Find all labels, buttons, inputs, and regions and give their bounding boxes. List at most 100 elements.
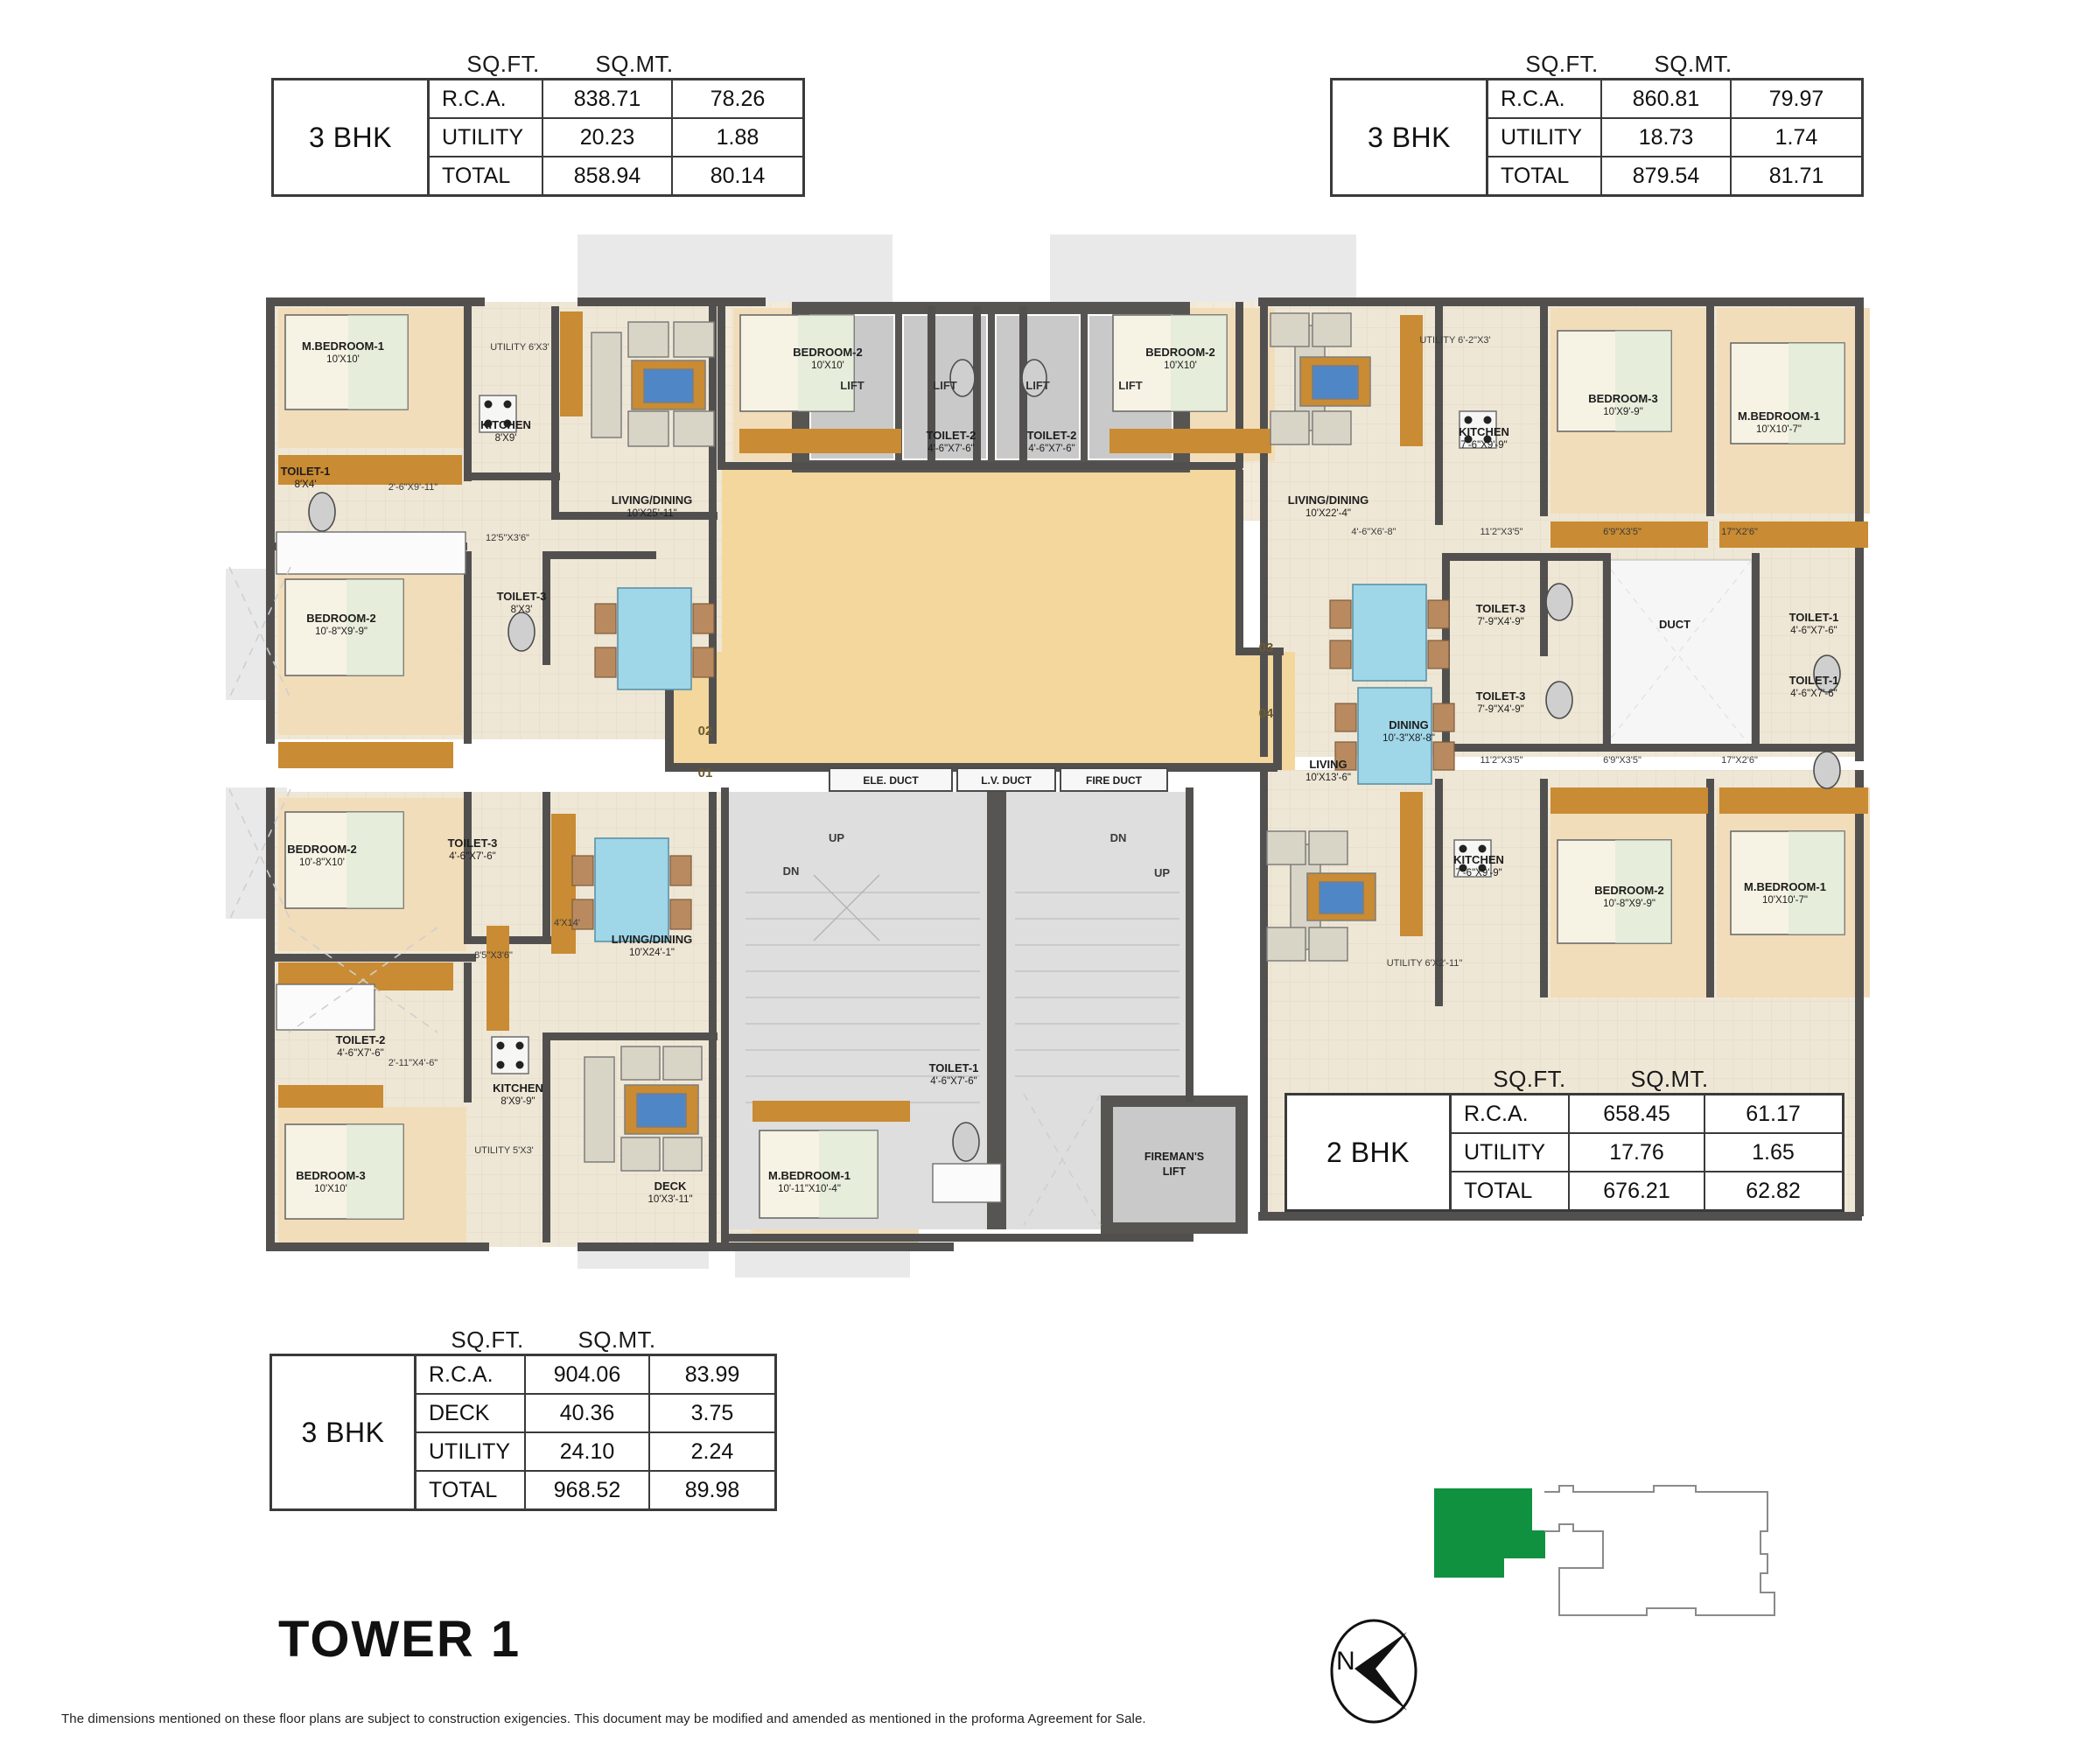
room-label-name: TOILET-2 [927,429,976,442]
room-label-dimension: 8'X4' [295,480,317,490]
dining-furniture [571,584,1455,942]
room-label-dimension: 10'X13'-6" [1306,773,1351,783]
room-label-name: DUCT [1659,618,1690,631]
room-label-name: BEDROOM-2 [1594,884,1663,897]
dimension-note: 17"X2'6" [1721,527,1758,537]
firemans-lift-label: LIFT [1163,1166,1186,1178]
room-label-dimension: 10'X25'-11" [626,508,677,519]
room-label-dimension: 10'X9'-9" [1603,407,1643,417]
lift-label: LIFT [933,379,956,392]
unit-number-label: 04 [1259,706,1274,721]
room-label-dimension: 4'-6"X7'-6" [1790,689,1837,699]
room-label-dimension: 4'-6"X7'-6" [1790,626,1837,636]
room-label-dimension: 10'-8"X9'-9" [315,626,368,637]
row-value-sqmt: 62.82 [1746,1178,1801,1203]
room-label-dimension: 10'X10' [811,360,844,371]
room-label-name: LIVING [1309,758,1347,771]
row-label: DECK [416,1395,526,1432]
room-label-dimension: 4'-6"X7'-6" [930,1076,976,1087]
column-header-sqmt: SQ.MT. [1654,51,1732,77]
lift-label: LIFT [840,379,864,392]
row-value-sqmt: 3.75 [690,1400,734,1425]
room-label-dimension: 7'-6"X9'-9" [1460,440,1507,451]
row-value-sqft: 20.23 [543,119,673,156]
room-label-dimension: 10'X3'-11" [648,1194,692,1205]
dimension-note: 6'9"X3'5" [1603,755,1642,766]
row-value-sqmt: 1.65 [1752,1139,1795,1165]
lift-label: LIFT [1026,379,1049,392]
table-row: R.C.A. 838.71 78.26 [430,80,802,119]
table-row: UTILITY 18.73 1.74 [1488,119,1861,158]
row-value-sqmt: 61.17 [1746,1101,1801,1126]
room-label-dimension: 4'-6"X7'-6" [1028,444,1074,454]
room-label-dimension: 10'-8"X9'-9" [1603,899,1656,909]
room-label-dimension: 10'X22'-4" [1306,508,1351,519]
area-table-header: SQ.FT. SQ.MT. [1330,48,1864,78]
floor-plan-labels: M.BEDROOM-110'X10'KITCHEN8'X9'TOILET-18'… [281,335,1839,1205]
area-table-header: SQ.FT. SQ.MT. [1284,1063,1844,1093]
room-label-dimension: 10'X10' [326,354,360,365]
room-label-name: BEDROOM-3 [1588,392,1657,405]
room-label-name: TOILET-1 [281,465,331,478]
row-label: UTILITY [1452,1134,1570,1171]
row-value-sqft: 658.45 [1570,1096,1705,1132]
row-label: R.C.A. [430,80,543,117]
table-row: TOTAL 879.54 81.71 [1488,158,1861,194]
room-label-name: BEDROOM-3 [296,1169,365,1182]
area-table-top-right: SQ.FT. SQ.MT. 3 BHK R.C.A. 860.81 79.97 … [1330,48,1864,197]
living-furniture [584,312,1376,1172]
room-label-name: TOILET-2 [1027,429,1077,442]
duct-label: L.V. DUCT [981,774,1032,787]
room-label-dimension: 10'X24'-1" [629,948,675,958]
room-label-name: TOILET-1 [1789,674,1839,687]
row-label: R.C.A. [416,1356,526,1393]
table-row: UTILITY 24.10 2.24 [416,1433,774,1472]
unit-type-label: 3 BHK [274,80,430,194]
table-row: TOTAL 968.52 89.98 [416,1472,774,1508]
room-label-dimension: 10'X10' [1164,360,1197,371]
room-label-name: LIVING/DINING [612,933,692,946]
room-label-dimension: 10'X10'-7" [1762,895,1808,906]
row-value-sqft: 879.54 [1602,158,1732,194]
dimension-note: UTILITY 6'X3' [490,342,550,353]
room-label-name: M.BEDROOM-1 [1738,410,1820,423]
table-row: DECK 40.36 3.75 [416,1395,774,1433]
disclaimer-note: The dimensions mentioned on these floor … [61,1712,1146,1726]
room-label-name: DINING [1389,718,1429,732]
dimension-note: 11'2"X3'5" [1480,527,1522,537]
unit-type-label: 2 BHK [1287,1096,1452,1209]
room-label-dimension: 7'-9"X4'-9" [1477,704,1523,715]
duct-box [829,767,953,792]
north-letter-label: N [1336,1647,1355,1676]
unit-type-label: 3 BHK [272,1356,416,1508]
room-label-name: DECK [654,1180,687,1193]
key-plan-outline [1544,1485,1775,1616]
area-table-header: SQ.FT. SQ.MT. [270,1324,777,1354]
room-label-dimension: 4'-6"X7'-6" [928,444,974,454]
column-header-sqft: SQ.FT. [466,51,540,77]
area-table-mid-right: SQ.FT. SQ.MT. 2 BHK R.C.A. 658.45 61.17 … [1284,1063,1844,1212]
page-title: TOWER 1 [278,1611,522,1668]
row-label: UTILITY [1488,119,1602,156]
row-label: TOTAL [1488,158,1602,194]
room-label-name: TOILET-3 [1476,690,1526,703]
column-header-sqft: SQ.FT. [451,1326,524,1353]
north-arrow-icon [1330,1619,1418,1724]
row-value-sqmt: 79.97 [1768,86,1824,111]
room-label-name: LIVING/DINING [1288,494,1368,507]
duct-box [956,767,1056,792]
unit-number-label: 03 [1259,640,1274,655]
row-value-sqft: 17.76 [1570,1134,1705,1171]
column-header-sqmt: SQ.MT. [578,1326,656,1353]
row-label: TOTAL [430,158,543,194]
table-row: TOTAL 858.94 80.14 [430,158,802,194]
row-value-sqmt: 80.14 [710,163,766,188]
room-label-name: KITCHEN [1459,425,1509,438]
row-value-sqft: 838.71 [543,80,673,117]
fixtures [276,359,1841,1203]
area-table-bottom-left: SQ.FT. SQ.MT. 3 BHK R.C.A. 904.06 83.99 … [270,1324,777,1511]
stair-direction-label: UP [1154,866,1170,879]
room-label-name: TOILET-1 [1789,611,1839,624]
dimension-note: 11'2"X3'5" [1480,755,1522,766]
